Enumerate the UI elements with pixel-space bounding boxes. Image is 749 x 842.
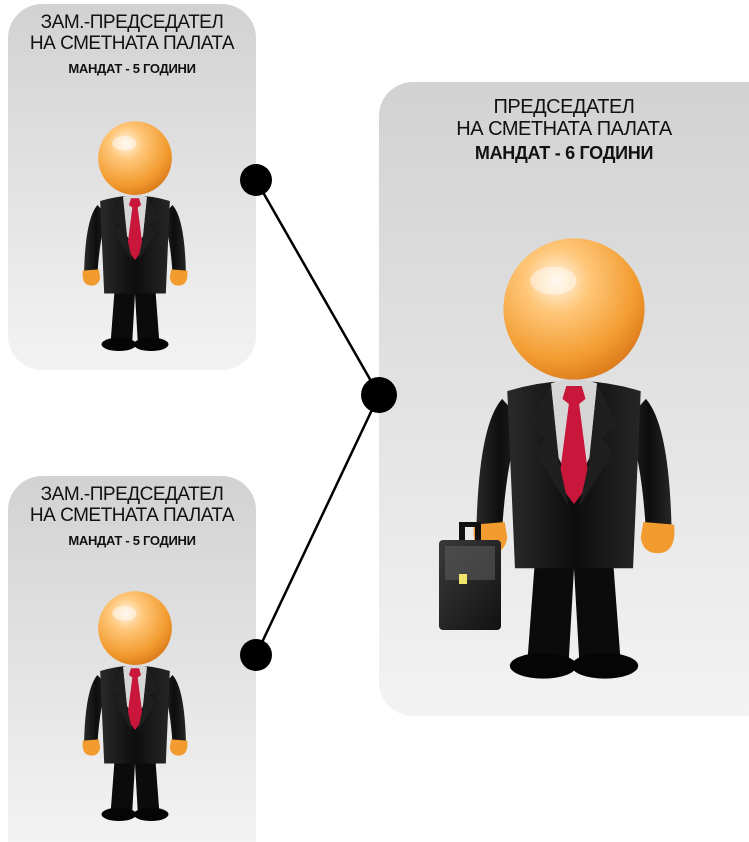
- institution-name: НА СМЕТНАТА ПАЛАТА: [29, 33, 235, 54]
- position-title: ПРЕДСЕДАТЕЛ: [493, 96, 635, 118]
- vice-chair-title-bottom: ЗАМ.-ПРЕДСЕДАТЕЛ НА СМЕТНАТА ПАЛАТА МАНД…: [8, 484, 256, 550]
- vice-chair-title-top: ЗАМ.-ПРЕДСЕДАТЕЛ НА СМЕТНАТА ПАЛАТА МАНД…: [8, 12, 256, 78]
- businessman-icon: [68, 586, 202, 831]
- businessman-icon: [474, 238, 675, 678]
- position-title: ЗАМ.-ПРЕДСЕДАТЕЛ: [40, 12, 224, 33]
- vice-chair-card-top: ЗАМ.-ПРЕДСЕДАТЕЛ НА СМЕТНАТА ПАЛАТА МАНД…: [8, 4, 256, 370]
- term-of-office: МАНДАТ - 5 ГОДИНИ: [68, 61, 196, 76]
- term-of-office: МАНДАТ - 5 ГОДИНИ: [68, 533, 196, 548]
- institution-name: НА СМЕТНАТА ПАЛАТА: [29, 505, 235, 526]
- connector-line-top: [254, 179, 381, 396]
- businessman-with-briefcase-icon: [429, 232, 719, 694]
- businessman-icon: [68, 116, 202, 361]
- chairman-title: ПРЕДСЕДАТЕЛ НА СМЕТНАТА ПАЛАТА МАНДАТ - …: [379, 96, 749, 164]
- vice-chair-card-bottom: ЗАМ.-ПРЕДСЕДАТЕЛ НА СМЕТНАТА ПАЛАТА МАНД…: [8, 476, 256, 842]
- term-of-office: МАНДАТ - 6 ГОДИНИ: [474, 143, 654, 163]
- chairman-card: ПРЕДСЕДАТЕЛ НА СМЕТНАТА ПАЛАТА МАНДАТ - …: [379, 82, 749, 716]
- institution-name: НА СМЕТНАТА ПАЛАТА: [456, 118, 672, 140]
- connector-line-bottom: [254, 394, 381, 656]
- position-title: ЗАМ.-ПРЕДСЕДАТЕЛ: [40, 484, 224, 505]
